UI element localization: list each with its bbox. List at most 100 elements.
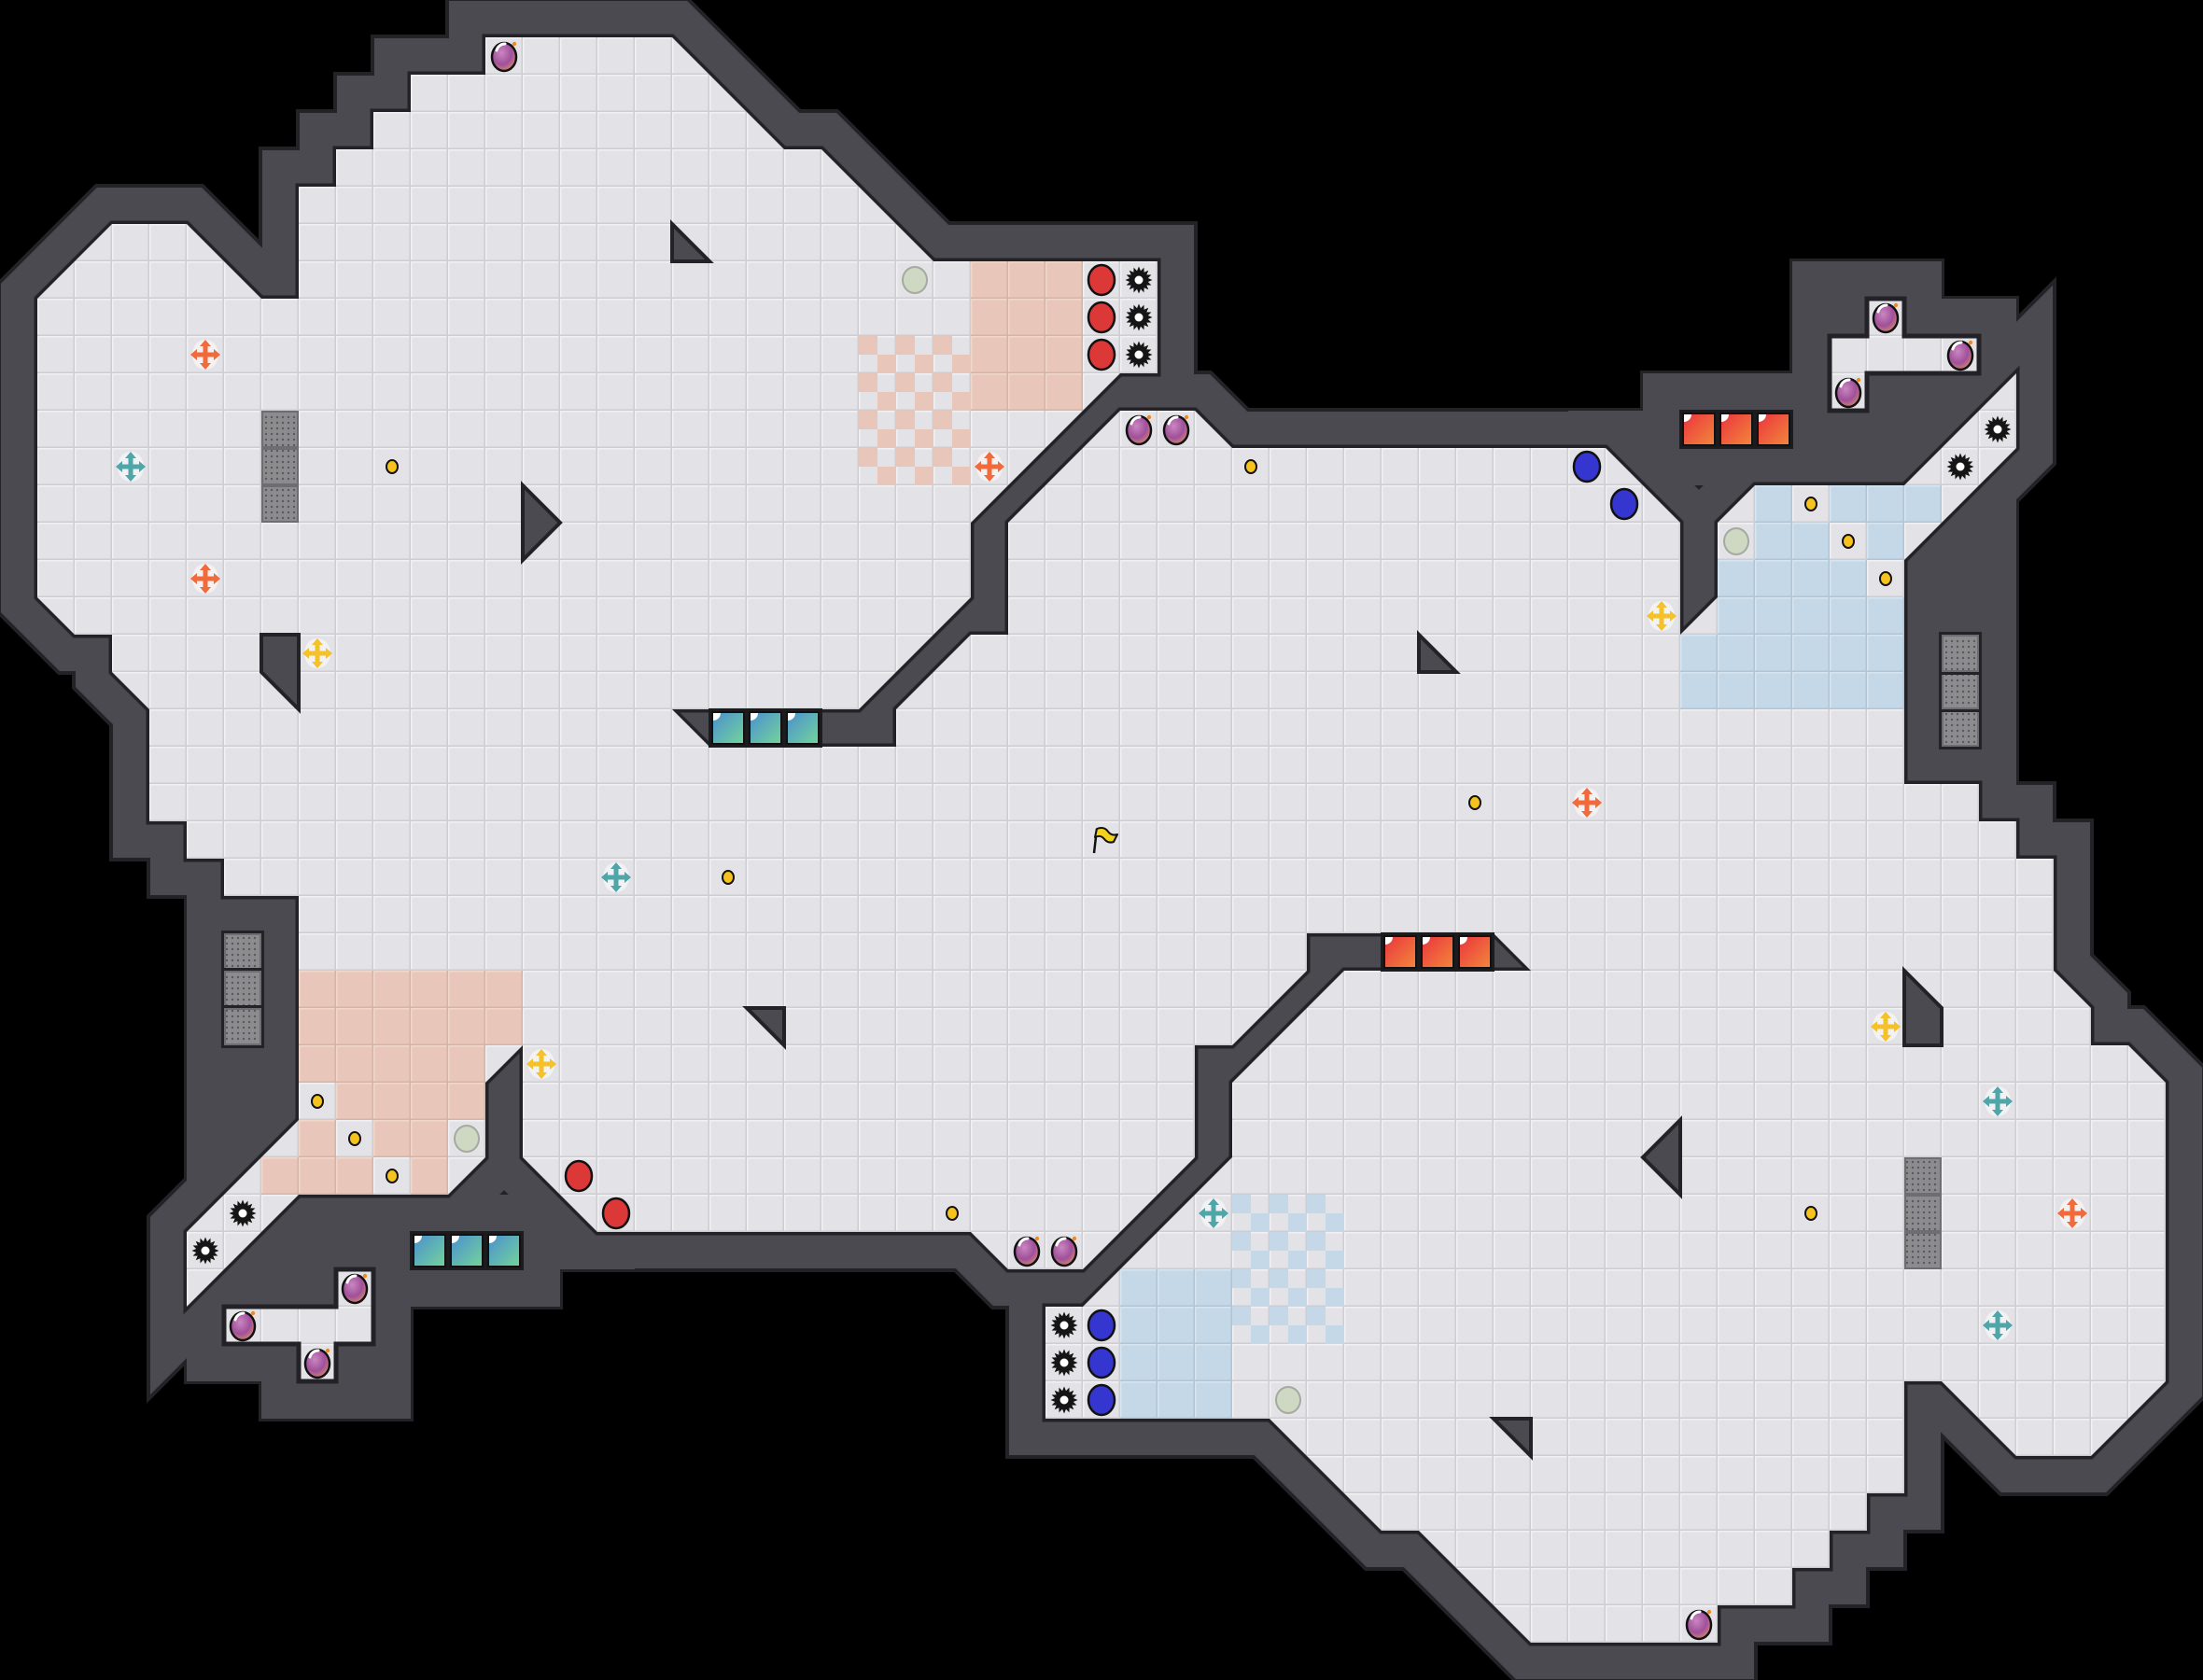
- bomb-shine: [1167, 415, 1179, 426]
- gear-spike-icon: [1050, 1386, 1078, 1414]
- bomb-pocket-floor: [1827, 296, 1982, 413]
- gate-shine: [452, 1236, 459, 1243]
- blue-zone-tile: [1792, 523, 1830, 560]
- interior-wall: [1640, 1115, 1682, 1199]
- blue-zone-tile: [1120, 1307, 1158, 1344]
- gate-shine: [489, 1236, 497, 1243]
- gate-shine: [1759, 414, 1766, 422]
- bomb-shine: [1130, 415, 1142, 426]
- red-checker-tile: [859, 336, 896, 373]
- blue-zone-tile: [1792, 635, 1830, 672]
- blue-checker-tile: [1270, 1269, 1307, 1307]
- blue-zone-tile: [1792, 597, 1830, 635]
- boost-arrows-icon: [526, 1049, 556, 1079]
- coin-icon: [1842, 534, 1855, 549]
- spike-hole: [1134, 350, 1144, 359]
- red-zone-tile: [299, 1045, 336, 1083]
- boost-arrows-icon: [975, 452, 1004, 482]
- grate-tile: [261, 411, 299, 448]
- interior-wall: [521, 481, 563, 565]
- blue-zone-tile: [1680, 672, 1718, 709]
- blue-zone-tile: [1158, 1381, 1195, 1419]
- bomb-shine: [1017, 1237, 1030, 1247]
- bomb-body: [1125, 414, 1153, 446]
- grate-tile: [1904, 1157, 1942, 1195]
- blue-zone-tile: [1755, 560, 1792, 597]
- zones-layer: [261, 261, 1942, 1419]
- boost-arrows-icon: [116, 452, 146, 482]
- bomb-body: [1872, 302, 1900, 334]
- red-zone-tile: [448, 1083, 485, 1120]
- blue-zone-tile: [1718, 635, 1755, 672]
- red-zone-tile: [261, 1157, 299, 1195]
- blue-zone-tile: [1792, 560, 1830, 597]
- blue-zone-tile: [1792, 672, 1830, 709]
- bomb-pocket-floor: [221, 1267, 376, 1384]
- blue-checker-tile: [1232, 1307, 1270, 1344]
- bomb-body: [490, 41, 518, 73]
- blue-zone-tile: [1830, 635, 1867, 672]
- blue-zone-tile: [1867, 635, 1904, 672]
- blue-zone-tile: [1158, 1269, 1195, 1307]
- boost-bar-h: [1987, 1323, 2008, 1328]
- boost-arrows-icon: [1983, 1310, 2013, 1340]
- blue-zone-tile: [1718, 672, 1755, 709]
- blue-checker-tile: [1232, 1195, 1270, 1232]
- boost-bar-h: [1875, 1024, 1896, 1029]
- grate-tile: [1942, 672, 1979, 709]
- grate-tile: [261, 485, 299, 523]
- bomb-icon: [1946, 340, 1974, 371]
- bomb-fuse: [1856, 377, 1861, 383]
- coin-icon: [386, 459, 399, 474]
- red-zone-tile: [336, 971, 373, 1008]
- boost-arrows-icon: [1572, 788, 1602, 818]
- coin-icon: [348, 1131, 361, 1146]
- red-zone-tile: [373, 1045, 411, 1083]
- gear-spike-icon: [1946, 453, 1974, 481]
- gear-spike-icon: [1050, 1311, 1078, 1339]
- bomb-body: [229, 1310, 257, 1342]
- red-zone-tile: [373, 971, 411, 1008]
- gear-spike-icon: [229, 1199, 257, 1227]
- blue-checker-tile: [1307, 1195, 1344, 1232]
- boost-bar-h: [2062, 1211, 2083, 1216]
- coin-icon: [946, 1206, 959, 1221]
- red-ball-icon: [1087, 301, 1116, 334]
- boost-arrowheads: [190, 564, 220, 594]
- boost-arrowheads: [1199, 1198, 1228, 1228]
- boost-bar-h: [1987, 1099, 2008, 1104]
- bomb-icon: [1013, 1236, 1041, 1267]
- boost-arrows-icon: [190, 564, 220, 594]
- blue-zone-tile: [1867, 523, 1904, 560]
- blue-checker-tile: [1270, 1232, 1307, 1269]
- blue-zone-tile: [1195, 1269, 1232, 1307]
- boost-arrowheads: [190, 340, 220, 370]
- blue-zone-tile: [1830, 485, 1867, 523]
- boost-arrowheads: [116, 452, 146, 482]
- red-checker-tile: [896, 336, 933, 373]
- bomb-shine: [1876, 303, 1888, 314]
- red-zone-tile: [1008, 373, 1045, 411]
- red-checker-tile: [933, 373, 971, 411]
- spike-hole: [1059, 1395, 1069, 1405]
- gray-circle-icon: [1275, 1386, 1301, 1414]
- boost-bar-h: [307, 651, 328, 656]
- interior-wall: [670, 219, 714, 263]
- boost-arrows-icon: [601, 862, 631, 892]
- boost-arrows-icon: [2057, 1198, 2087, 1228]
- red-zone-tile: [299, 1157, 336, 1195]
- boost-bar-h: [1651, 613, 1672, 619]
- red-checker-tile: [933, 448, 971, 485]
- spike-hole: [1059, 1358, 1069, 1367]
- grate-tile: [224, 933, 261, 971]
- red-zone-tile: [299, 1120, 336, 1157]
- red-checker-tile: [933, 411, 971, 448]
- bomb-icon: [1162, 414, 1190, 446]
- red-checker-tile: [896, 411, 933, 448]
- blue-checker-tile: [1270, 1195, 1307, 1232]
- red-zone-tile: [1045, 336, 1083, 373]
- gear-spike-icon: [191, 1237, 219, 1265]
- blue-zone-tile: [1195, 1344, 1232, 1381]
